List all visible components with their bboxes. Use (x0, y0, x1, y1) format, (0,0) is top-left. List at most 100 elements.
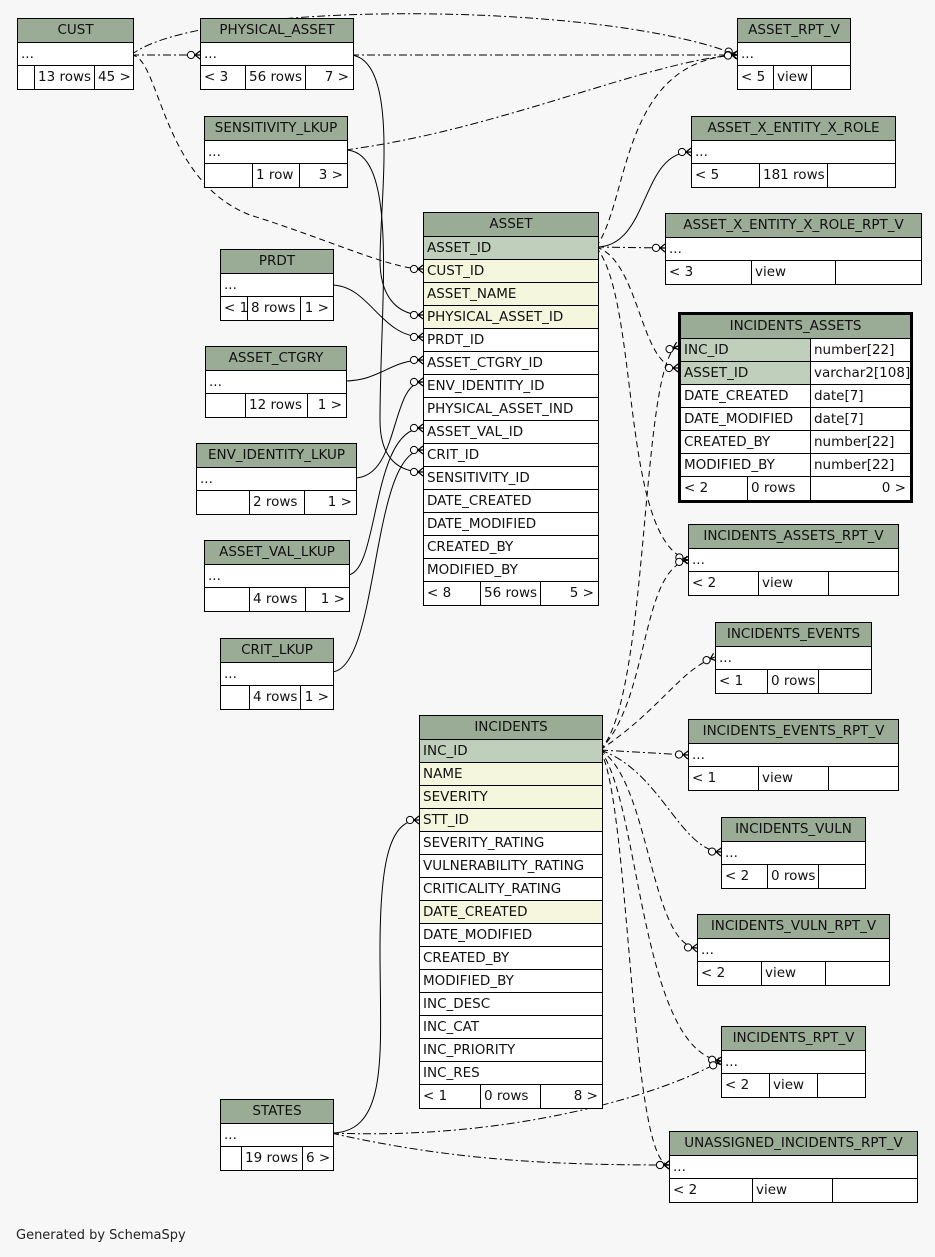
column-row[interactable]: ASSET_NAME (424, 283, 598, 306)
table-title[interactable]: ASSET_X_ENTITY_X_ROLE (692, 117, 895, 141)
column-row[interactable]: ... (670, 1156, 917, 1179)
column-row[interactable]: INC_RES (420, 1062, 602, 1085)
column-row[interactable]: MODIFIED_BY (424, 559, 598, 582)
parents-link[interactable]: < 3 (204, 69, 229, 85)
table-title[interactable]: ASSET (424, 213, 598, 237)
column-row[interactable]: STT_ID (420, 809, 602, 832)
column-row[interactable]: ... (221, 663, 333, 686)
table-title[interactable]: INCIDENTS_EVENTS (716, 623, 871, 647)
children-link[interactable]: 1 > (304, 491, 355, 514)
column-row[interactable]: ... (666, 238, 921, 261)
column-row[interactable]: ... (689, 549, 898, 572)
children-link[interactable] (818, 670, 870, 693)
children-link[interactable] (828, 572, 897, 595)
children-link[interactable] (811, 66, 849, 89)
parents-link[interactable] (221, 686, 249, 709)
table-title[interactable]: ASSET_X_ENTITY_X_ROLE_RPT_V (666, 214, 921, 238)
table-title[interactable]: ENV_IDENTITY_LKUP (197, 444, 356, 468)
table-title[interactable]: INCIDENTS_RPT_V (722, 1027, 865, 1051)
column-row[interactable]: ... (716, 647, 871, 670)
table-title[interactable]: PHYSICAL_ASSET (201, 19, 353, 43)
parents-link[interactable]: < 5 (741, 69, 766, 85)
children-link[interactable]: 6 > (302, 1147, 332, 1170)
column-row[interactable]: ASSET_VAL_ID (424, 421, 598, 444)
table-title[interactable]: ASSET_VAL_LKUP (205, 541, 349, 565)
column-row[interactable]: ... (221, 274, 333, 297)
parents-link[interactable]: < 1 (692, 770, 717, 786)
column-row[interactable]: ... (206, 371, 346, 394)
children-link[interactable]: 1 > (307, 394, 345, 417)
parents-link[interactable]: < 5 (695, 167, 720, 183)
column-row[interactable]: DATE_MODIFIED (420, 924, 602, 947)
children-link[interactable]: 1 > (300, 686, 332, 709)
parents-link[interactable]: < 3 (669, 264, 694, 280)
column-row[interactable]: ASSET_ID (424, 237, 598, 260)
table-title[interactable]: INCIDENTS_VULN (722, 818, 865, 842)
column-row[interactable]: INC_ID (420, 740, 602, 763)
parents-link[interactable]: < 1 (224, 300, 247, 316)
table-title[interactable]: SENSITIVITY_LKUP (205, 117, 347, 141)
children-link[interactable] (828, 767, 897, 790)
parents-link[interactable] (18, 66, 34, 89)
column-row[interactable]: INC_PRIORITY (420, 1039, 602, 1062)
column-row[interactable]: INC_DESC (420, 993, 602, 1016)
column-row[interactable]: ... (698, 939, 889, 962)
table-title[interactable]: STATES (221, 1100, 333, 1124)
column-row[interactable]: SEVERITY_RATING (420, 832, 602, 855)
column-row[interactable]: ASSET_CTGRY_ID (424, 352, 598, 375)
parents-link[interactable]: < 2 (673, 1182, 698, 1198)
table-title[interactable]: ASSET_CTGRY (206, 347, 346, 371)
column-row[interactable]: PRDT_ID (424, 329, 598, 352)
column-row[interactable]: ... (722, 1051, 865, 1074)
column-row[interactable]: CRITICALITY_RATING (420, 878, 602, 901)
table-title[interactable]: INCIDENTS_ASSETS (681, 315, 910, 339)
table-title[interactable]: INCIDENTS_EVENTS_RPT_V (689, 720, 898, 744)
children-link[interactable]: 5 > (540, 582, 597, 605)
column-row[interactable]: ... (18, 43, 133, 66)
column-row[interactable]: ... (205, 141, 347, 164)
column-row[interactable]: DATE_CREATED (420, 901, 602, 924)
column-row[interactable]: SEVERITY (420, 786, 602, 809)
column-row[interactable]: NAME (420, 763, 602, 786)
column-row[interactable]: CUST_ID (424, 260, 598, 283)
table-title[interactable]: INCIDENTS_VULN_RPT_V (698, 915, 889, 939)
column-row[interactable]: CREATED_BY (424, 536, 598, 559)
column-row[interactable]: ... (689, 744, 898, 767)
parents-link[interactable]: < 2 (725, 868, 750, 884)
column-row[interactable]: PHYSICAL_ASSET_IND (424, 398, 598, 421)
children-link[interactable] (835, 261, 920, 284)
column-row[interactable]: VULNERABILITY_RATING (420, 855, 602, 878)
children-link[interactable] (825, 962, 888, 985)
table-title[interactable]: ASSET_RPT_V (738, 19, 850, 43)
column-row[interactable]: ... (722, 842, 865, 865)
parents-link[interactable]: < 2 (692, 575, 717, 591)
column-row[interactable]: MODIFIED_BY (420, 970, 602, 993)
children-link[interactable]: 0 > (810, 477, 909, 500)
parents-link[interactable] (205, 588, 249, 611)
table-title[interactable]: INCIDENTS (420, 716, 602, 740)
table-title[interactable]: UNASSIGNED_INCIDENTS_RPT_V (670, 1132, 917, 1156)
children-link[interactable] (832, 1179, 916, 1202)
parents-link[interactable]: < 1 (719, 673, 744, 689)
